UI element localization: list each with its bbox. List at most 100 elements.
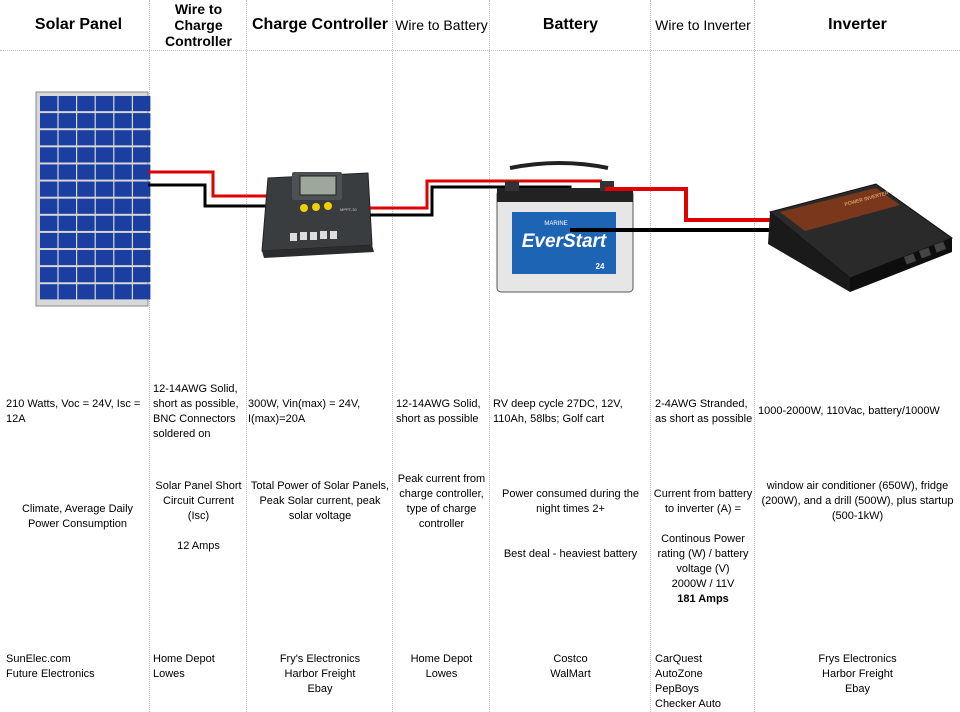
vendor-name: Lowes — [425, 668, 458, 680]
solar-cell — [77, 164, 95, 180]
amps-result: 181 Amps — [677, 593, 729, 605]
solar-cell — [133, 250, 151, 266]
battery-group-label: 24 — [596, 262, 605, 271]
solar-cell — [114, 113, 132, 129]
header-line: Charge — [174, 17, 223, 33]
spec-line: BNC Connectors — [153, 413, 236, 425]
sizing-inverter: window air conditioner (650W), fridge (2… — [755, 479, 960, 524]
solar-cell — [114, 130, 132, 146]
solar-cell — [40, 198, 58, 214]
spec-line: soldered on — [153, 428, 211, 440]
solar-cell — [133, 284, 151, 300]
header-divider — [0, 50, 960, 51]
header-line: Controller — [165, 33, 232, 49]
vendor-name: CarQuest — [655, 653, 703, 665]
vendors-battery: Costco WalMart — [490, 652, 651, 682]
battery-brand-label: EverStart — [522, 231, 607, 252]
solar-cell — [95, 181, 114, 197]
sizing-line: Peak current from — [397, 473, 486, 485]
vendor-name: SunElec.com — [6, 653, 71, 665]
solar-cell — [95, 147, 114, 163]
solar-cell — [133, 232, 151, 249]
spec-line: 300W, Vin(max) = 24V, — [248, 398, 361, 410]
vendor-name: Home Depot — [153, 653, 215, 665]
solar-cell — [95, 130, 114, 146]
sizing-line: solar voltage — [288, 510, 352, 522]
solar-cell — [133, 113, 151, 129]
solar-cell — [40, 164, 58, 180]
inverter-image: POWER INVERTER — [768, 183, 954, 292]
solar-cell — [114, 284, 132, 300]
vendor-name: PepBoys — [655, 683, 700, 695]
solar-cell — [58, 130, 76, 146]
sizing-line: type of charge — [406, 503, 477, 515]
solar-cell — [114, 250, 132, 266]
spec-line: 12-14AWG Solid, — [396, 398, 481, 410]
solar-cell — [58, 250, 76, 266]
solar-cell — [114, 267, 132, 283]
sizing-wire-inverter: Current from battery to inverter (A) = C… — [651, 487, 755, 607]
solar-cell — [40, 250, 58, 266]
header-line: Wire to — [174, 1, 223, 17]
column-divider — [150, 0, 247, 712]
vendor-name: Ebay — [844, 683, 871, 695]
solar-cell — [58, 181, 76, 197]
sizing-solar-panel: Climate, Average Daily Power Consumption — [0, 502, 155, 532]
solar-panel-image — [35, 91, 151, 307]
spec-inverter: 1000-2000W, 110Vac, battery/1000W — [758, 404, 958, 419]
spec-line: 210 Watts, Voc = 24V, Isc = — [6, 398, 141, 410]
solar-cell — [114, 96, 132, 112]
solar-cell — [77, 130, 95, 146]
vendor-name: Future Electronics — [6, 668, 95, 680]
spec-solar-panel: 210 Watts, Voc = 24V, Isc = 12A — [6, 397, 148, 427]
solar-cell — [114, 164, 132, 180]
spec-line: I(max)=20A — [248, 413, 306, 425]
solar-cell — [114, 215, 132, 231]
sizing-line: 12 Amps — [177, 540, 220, 552]
spec-line: 2-4AWG Stranded, — [655, 398, 748, 410]
solar-cell — [114, 232, 132, 249]
sizing-line: Power Consumption — [27, 518, 128, 530]
header-wire-to-inverter: Wire to Inverter — [655, 17, 751, 33]
sizing-line: Current from battery — [653, 488, 753, 500]
solar-cell — [77, 113, 95, 129]
solar-cell — [114, 147, 132, 163]
vendors-charge-controller: Fry's Electronics Harbor Freight Ebay — [247, 652, 393, 697]
solar-cell — [77, 267, 95, 283]
solar-cell — [95, 215, 114, 231]
solar-cell — [114, 198, 132, 214]
sizing-charge-controller: Total Power of Solar Panels, Peak Solar … — [247, 479, 393, 524]
sizing-line — [490, 532, 651, 547]
solar-cell — [58, 147, 76, 163]
solar-cell — [133, 181, 151, 197]
solar-cell — [58, 113, 76, 129]
spec-line: 110Ah, 58lbs; Golf cart — [493, 413, 605, 425]
vendor-name: Home Depot — [410, 653, 473, 665]
sizing-line: rating (W) / battery — [657, 548, 749, 560]
solar-cell — [133, 215, 151, 231]
sizing-line: voltage (V) — [676, 563, 730, 575]
solar-cell — [77, 215, 95, 231]
solar-cell — [133, 198, 151, 214]
sizing-line: to inverter (A) = — [664, 503, 742, 515]
solar-cell — [40, 130, 58, 146]
spec-charge-controller: 300W, Vin(max) = 24V, I(max)=20A — [248, 397, 393, 427]
spec-line: short as possible, — [153, 398, 239, 410]
solar-cell — [40, 96, 58, 112]
sizing-line: Solar Panel Short — [155, 480, 242, 492]
vendors-inverter: Frys Electronics Harbor Freight Ebay — [755, 652, 960, 697]
solar-cell — [133, 164, 151, 180]
spec-line: RV deep cycle 27DC, 12V, — [493, 398, 623, 410]
solar-cell — [133, 96, 151, 112]
solar-cell — [58, 232, 76, 249]
sizing-line: window air conditioner (650W), fridge — [766, 480, 949, 492]
header-wire-to-battery: Wire to Battery — [395, 17, 488, 33]
wire-panel-to-controller — [148, 170, 268, 208]
solar-cell — [95, 250, 114, 266]
solar-cell — [58, 215, 76, 231]
solar-cell — [58, 164, 76, 180]
solar-cell — [95, 284, 114, 300]
solar-cell — [133, 267, 151, 283]
spec-line: 12A — [6, 413, 26, 425]
solar-cell — [95, 113, 114, 129]
